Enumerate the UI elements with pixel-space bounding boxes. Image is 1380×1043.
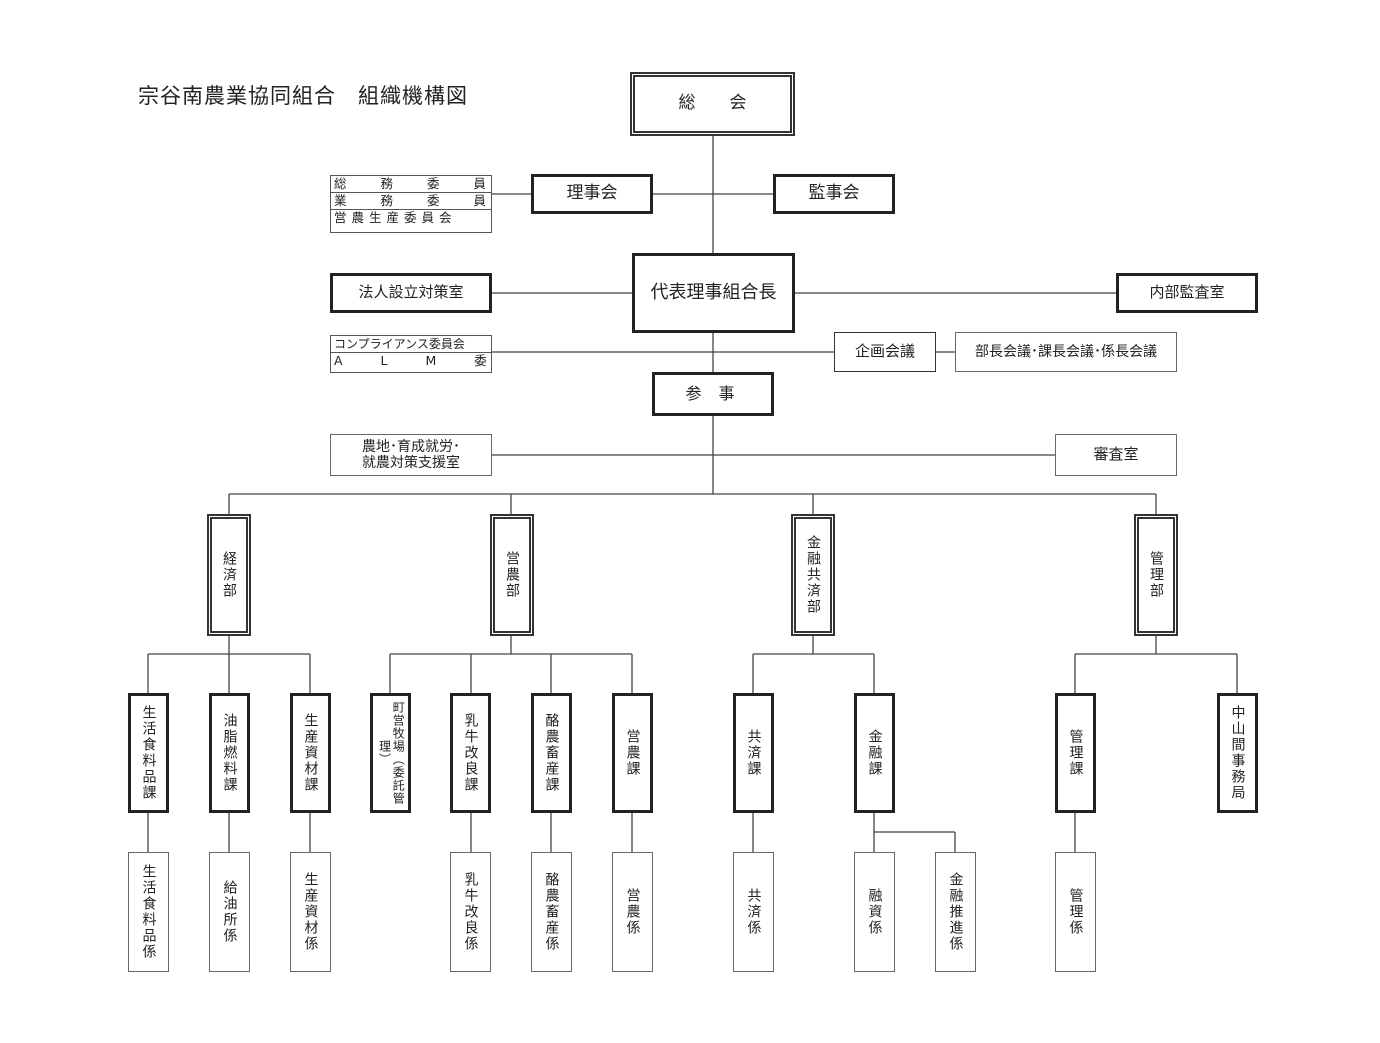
department-economic: 経済部 bbox=[207, 514, 251, 636]
committee-alm: A L M 委 員 会 bbox=[334, 353, 491, 368]
department-farming: 営農部 bbox=[490, 514, 534, 636]
subsection-dairy-improvement: 乳牛改良係 bbox=[450, 852, 491, 972]
counselor-box: 参 事 bbox=[652, 372, 774, 416]
section-living-food: 生活食料品課 bbox=[128, 693, 169, 813]
farmland-office-box: 農地･育成就労･ 就農対策支援室 bbox=[330, 434, 492, 476]
section-management: 管理課 bbox=[1055, 693, 1096, 813]
auditors-box: 監事会 bbox=[773, 174, 895, 214]
committee-production: 営農生産委員会 bbox=[334, 210, 457, 225]
committee-general: 総 務 委 員 会 bbox=[331, 176, 491, 193]
committee-compliance: コンプライアンス委員会 bbox=[331, 336, 491, 353]
section-mutual-aid: 共済課 bbox=[733, 693, 774, 813]
department-management: 管理部 bbox=[1134, 514, 1178, 636]
section-finance: 金融課 bbox=[854, 693, 895, 813]
department-finance: 金融共済部 bbox=[791, 514, 835, 636]
subsection-mutual-aid: 共済係 bbox=[733, 852, 774, 972]
subsection-dairy-livestock: 酪農畜産係 bbox=[531, 852, 572, 972]
subsection-living-food: 生活食料品係 bbox=[128, 852, 169, 972]
subsection-farming: 営農係 bbox=[612, 852, 653, 972]
subsection-materials: 生産資材係 bbox=[290, 852, 331, 972]
planning-meeting-box: 企画会議 bbox=[834, 332, 936, 372]
section-dairy-improvement: 乳牛改良課 bbox=[450, 693, 491, 813]
chart-title: 宗谷南農業協同組合 組織機構図 bbox=[138, 84, 468, 108]
subsection-management: 管理係 bbox=[1055, 852, 1096, 972]
section-farming: 営農課 bbox=[612, 693, 653, 813]
section-dairy-livestock: 酪農畜産課 bbox=[531, 693, 572, 813]
committee-stack-bottom: コンプライアンス委員会 A L M 委 員 会 bbox=[330, 335, 492, 373]
subsection-refuel: 給油所係 bbox=[209, 852, 250, 972]
section-materials: 生産資材課 bbox=[290, 693, 331, 813]
subsection-finance-promotion: 金融推進係 bbox=[935, 852, 976, 972]
committee-stack-top: 総 務 委 員 会 業 務 委 員 会 営農生産委員会 bbox=[330, 175, 492, 233]
general-meeting-box: 総 会 bbox=[630, 72, 795, 136]
internal-audit-box: 内部監査室 bbox=[1116, 273, 1258, 313]
corporation-office-box: 法人設立対策室 bbox=[330, 273, 492, 313]
meetings-box: 部長会議･課長会議･係長会議 bbox=[955, 332, 1177, 372]
section-town-ranch: 町営牧場（委託管理） bbox=[370, 693, 411, 813]
representative-box: 代表理事組合長 bbox=[632, 253, 795, 333]
board-of-directors-box: 理事会 bbox=[531, 174, 653, 214]
subsection-loans: 融資係 bbox=[854, 852, 895, 972]
review-office-box: 審査室 bbox=[1055, 434, 1177, 476]
committee-business: 業 務 委 員 会 bbox=[331, 193, 491, 210]
section-fuel: 油脂燃料課 bbox=[209, 693, 250, 813]
section-mountain-office: 中山間事務局 bbox=[1217, 693, 1258, 813]
